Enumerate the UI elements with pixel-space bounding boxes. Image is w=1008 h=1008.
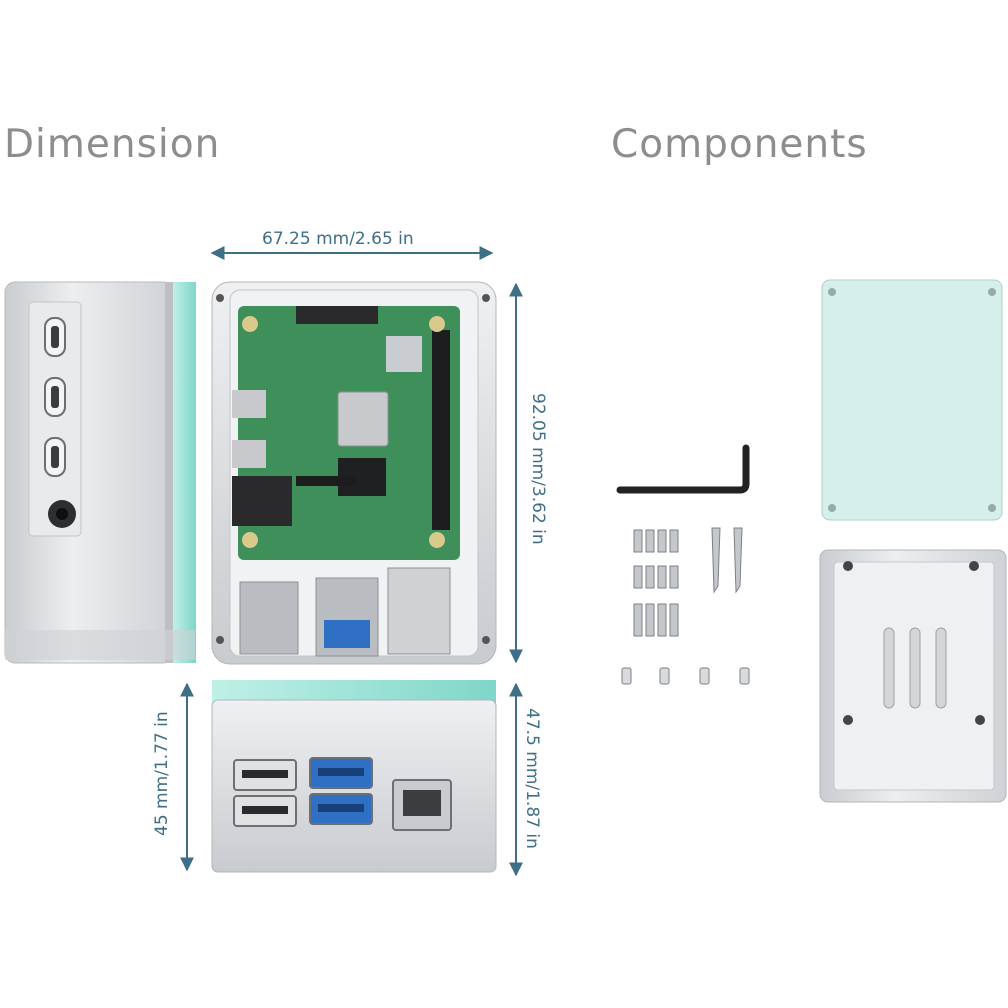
case-front-view: [211, 680, 497, 873]
ethernet-port-icon: [387, 567, 451, 655]
length-label: 92.05 mm/3.62 in: [528, 393, 548, 545]
case-top-view: [211, 281, 497, 665]
case-side-view: [4, 281, 196, 664]
acrylic-lid-component: [821, 279, 1003, 521]
hex-key-icon: [616, 444, 750, 494]
long-screw-icon: [711, 527, 743, 594]
screw-icon: [633, 529, 679, 637]
screw-set: [621, 527, 750, 685]
aluminum-base-component: [819, 549, 1007, 803]
dimension-heading: Dimension: [4, 122, 221, 167]
width-label: 67.25 mm/2.65 in: [262, 229, 414, 249]
usb-port-icon: [239, 581, 299, 655]
height-left-label: 45 mm/1.77 in: [152, 711, 172, 836]
height-right-label: 47.5 mm/1.87 in: [522, 708, 542, 849]
standoff-icon: [621, 667, 750, 685]
components-heading: Components: [611, 122, 868, 167]
dimension-arrows: [180, 246, 523, 877]
